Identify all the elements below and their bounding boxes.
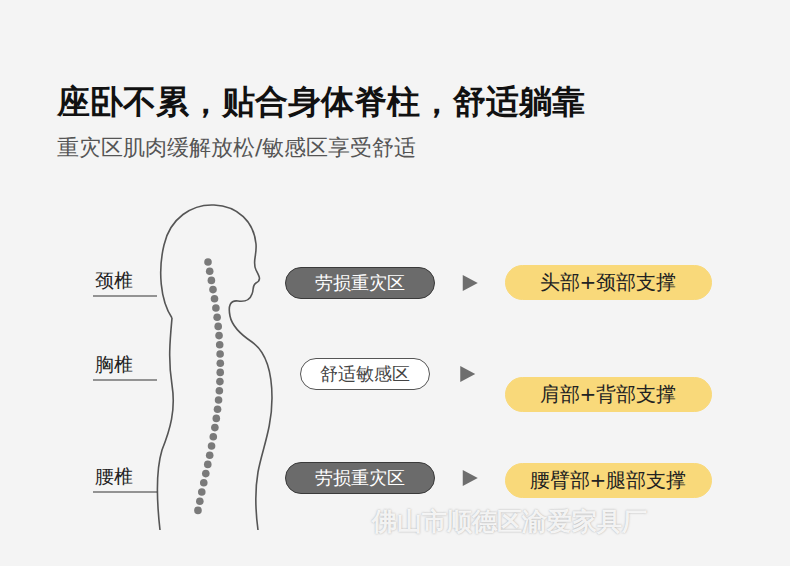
vertebra-dot <box>216 341 224 349</box>
support-pill: 头部+颈部支撑 <box>505 265 712 300</box>
vertebra-dot <box>208 442 216 450</box>
vertebra-dot <box>204 461 212 469</box>
support-pill: 腰臂部+腿部支撑 <box>505 463 712 498</box>
zone-pill: 劳损重灾区 <box>285 462 435 494</box>
pill-text: 舒适敏感区 <box>320 362 410 386</box>
body-outline <box>161 205 272 530</box>
spine-label: 胸椎 <box>95 352 133 378</box>
vertebra-dot <box>213 313 221 321</box>
watermark: 佛山市顺德区渝爱家具厂 <box>372 505 647 538</box>
label-underline <box>93 379 157 380</box>
vertebra-dot <box>206 451 214 459</box>
arrow-connector <box>460 366 475 382</box>
vertebra-dot <box>198 488 206 496</box>
vertebra-dot <box>214 323 222 331</box>
arrow-connector <box>463 470 478 486</box>
pill-text: 劳损重灾区 <box>315 271 405 295</box>
support-pill: 肩部+背部支撑 <box>505 377 712 412</box>
vertebra-dot <box>216 387 224 395</box>
vertebra-dot <box>212 304 220 312</box>
vertebra-dot <box>213 415 221 423</box>
vertebra-dot <box>209 433 217 441</box>
vertebra-dot <box>215 396 223 404</box>
vertebra-dot <box>216 350 224 358</box>
pill-text: 肩部+背部支撑 <box>540 381 677 408</box>
vertebra-dot <box>211 295 219 303</box>
pill-text: 腰臂部+腿部支撑 <box>530 467 687 494</box>
vertebra-dot <box>202 470 210 478</box>
vertebra-dot <box>216 369 224 377</box>
zone-pill: 舒适敏感区 <box>300 358 430 390</box>
spine-label: 腰椎 <box>95 464 133 490</box>
vertebra-dot <box>216 359 224 367</box>
vertebra-dot <box>215 332 223 340</box>
subtitle: 重灾区肌肉缓解放松/敏感区享受舒适 <box>57 133 416 163</box>
vertebra-dot <box>200 479 208 487</box>
vertebra-dot <box>214 405 222 413</box>
label-underline <box>93 491 157 492</box>
title: 座卧不累，贴合身体脊柱，舒适躺靠 <box>57 80 585 125</box>
spine-dots <box>194 258 224 514</box>
label-underline <box>93 295 157 296</box>
arrow-connector <box>463 275 478 291</box>
spine-label: 颈椎 <box>95 268 133 294</box>
zone-pill: 劳损重灾区 <box>285 267 435 299</box>
pill-text: 头部+颈部支撑 <box>540 269 677 296</box>
vertebra-dot <box>194 507 202 515</box>
vertebra-dot <box>208 277 216 285</box>
vertebra-dot <box>204 258 212 266</box>
vertebra-dot <box>211 424 219 432</box>
vertebra-dot <box>216 378 224 386</box>
vertebra-dot <box>206 267 214 275</box>
vertebra-dot <box>209 286 217 294</box>
back-outline <box>157 318 173 530</box>
pill-text: 劳损重灾区 <box>315 466 405 490</box>
vertebra-dot <box>196 497 204 505</box>
